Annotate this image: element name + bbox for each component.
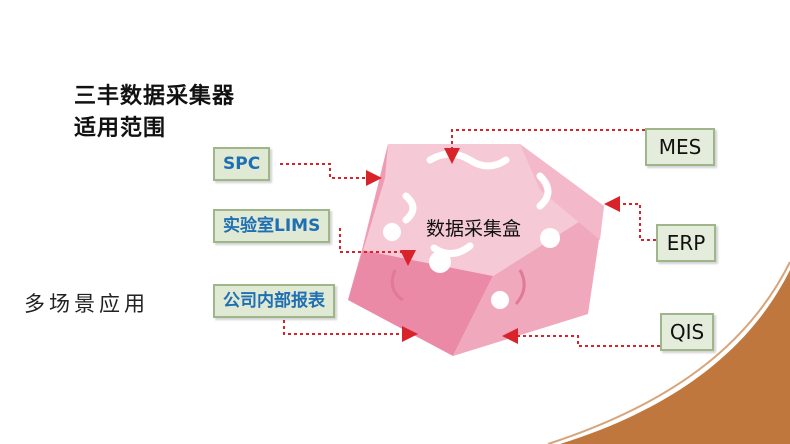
cube-label: 数据采集盒	[426, 218, 522, 240]
corner-accent-edge	[547, 261, 790, 444]
box-qis: QIS	[660, 313, 714, 351]
corner-accent-shape	[560, 270, 790, 444]
box-mes: MES	[645, 128, 715, 166]
arrow-qis	[502, 328, 660, 347]
page-title-line1: 三丰数据采集器	[74, 84, 236, 109]
box-erp: ERP	[656, 224, 716, 262]
arrow-erp	[604, 196, 656, 241]
puzzle-cube	[348, 144, 604, 356]
arrow-report	[283, 314, 418, 342]
box-spc: SPC	[213, 147, 271, 181]
arrow-spc	[280, 163, 382, 186]
box-internal-report: 公司内部报表	[213, 284, 335, 318]
arrow-lims	[339, 228, 416, 266]
box-lims: 实验室LIMS	[213, 209, 331, 243]
arrow-mes	[444, 129, 645, 164]
side-label: 多场景应用	[24, 292, 149, 316]
page-title-line2: 适用范围	[74, 116, 167, 141]
